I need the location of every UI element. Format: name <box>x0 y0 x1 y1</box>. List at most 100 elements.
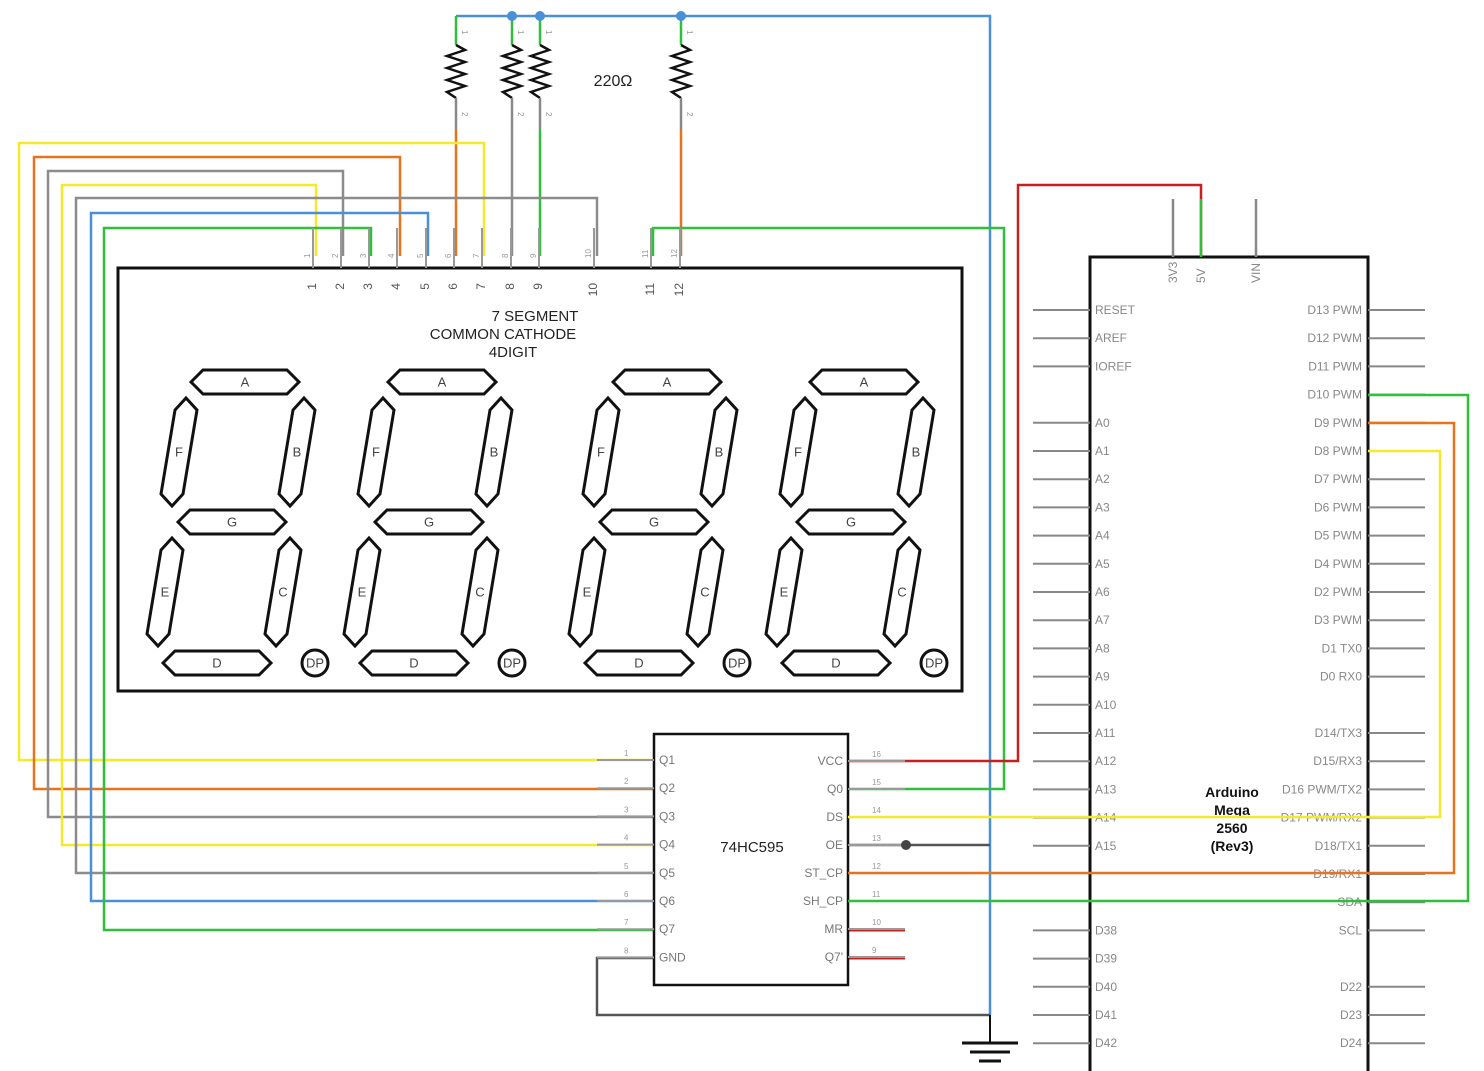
display-pin-number: 7 <box>474 283 488 290</box>
display-title-line-3: 4DIGIT <box>489 344 537 361</box>
resistor-2: 12 <box>499 16 525 130</box>
arduino-pin-label: A4 <box>1095 529 1110 543</box>
chip-pin-number: 13 <box>872 834 881 843</box>
segment-dp <box>300 648 330 678</box>
svg-text:1: 1 <box>460 30 469 35</box>
segment-e <box>567 535 607 649</box>
chip-body <box>652 732 850 987</box>
display-pin-number: 9 <box>531 283 545 290</box>
chip-pin-number: 5 <box>624 862 629 871</box>
display-pin-number-inner: 10 <box>584 249 593 258</box>
wire-q2 <box>32 155 654 791</box>
segment-c <box>882 535 922 649</box>
arduino-body <box>1088 255 1370 1071</box>
chip-pin-label-q2: Q2 <box>659 781 675 795</box>
display-pin-number-inner: 11 <box>641 249 650 258</box>
arduino-pin-label: D24 <box>1340 1036 1362 1050</box>
segment-f <box>778 395 818 509</box>
arduino-pin-label: D12 PWM <box>1307 331 1362 345</box>
wires <box>17 14 1203 1017</box>
chip-pin-number: 16 <box>872 750 881 759</box>
segment-label: G <box>846 514 856 529</box>
arduino-pin-label: D18/TX1 <box>1315 839 1363 853</box>
junction-dot <box>535 11 545 21</box>
display-pin-number: 2 <box>333 283 347 290</box>
chip-pin-label: Q0 <box>827 782 843 796</box>
chip-pin-number: 10 <box>872 918 881 927</box>
segment-label: C <box>897 584 906 599</box>
display-title-line-2: COMMON CATHODE <box>430 326 576 343</box>
chip-pin-number: 7 <box>624 918 629 927</box>
wire-common-cathode <box>456 14 992 1015</box>
segment-label: DP <box>306 655 324 670</box>
arduino-pin-label: D41 <box>1095 1008 1117 1022</box>
junction-dot <box>507 11 517 21</box>
segment-label: C <box>475 584 484 599</box>
arduino-pin-label: VIN <box>1249 263 1263 283</box>
segment-b <box>277 395 317 509</box>
segment-label: D <box>409 655 418 670</box>
segment-label: E <box>780 584 789 599</box>
wire-ds-d8 <box>848 449 1442 819</box>
segment-a <box>807 368 921 396</box>
chip-pin-label-q6: Q6 <box>659 894 675 908</box>
arduino-pin-label: AREF <box>1095 331 1127 345</box>
overlay-wires <box>848 393 1470 903</box>
segment-label: B <box>293 444 302 459</box>
display-pin-number-inner: 4 <box>387 253 396 258</box>
arduino-pin-label: 3V3 <box>1166 261 1180 283</box>
chip-pin-label-q3: Q3 <box>659 809 675 823</box>
svg-text:2: 2 <box>685 112 694 117</box>
display-pin-number: 10 <box>586 283 600 297</box>
resistor-3: 12 <box>527 16 553 130</box>
arduino-pin-label: D7 PWM <box>1314 472 1362 486</box>
display-pin-number: 6 <box>446 283 460 290</box>
chip-pin-label-q4: Q4 <box>659 838 675 852</box>
arduino-pin-label: D22 <box>1340 980 1362 994</box>
arduino-pin-label: SCL <box>1339 923 1363 937</box>
arduino-pin-label: D0 RX0 <box>1320 670 1362 684</box>
arduino-pin-label: D1 TX0 <box>1322 641 1363 655</box>
display-title-line-1: 7 SEGMENT <box>492 308 579 325</box>
segment-g <box>794 508 908 536</box>
segment-c <box>685 535 725 649</box>
segment-b <box>699 395 739 509</box>
wire-q0 <box>651 226 1006 791</box>
chip-pin-number: 11 <box>872 890 881 899</box>
segment-e <box>145 535 185 649</box>
display-pin-number-inner: 8 <box>501 253 510 258</box>
chip-pin-label: SH_CP <box>803 894 843 908</box>
arduino-pin-label: A8 <box>1095 641 1110 655</box>
svg-text:2: 2 <box>460 112 469 117</box>
arduino-pin-label: D2 PWM <box>1314 585 1362 599</box>
segment-a <box>385 368 499 396</box>
segment-label: G <box>227 514 237 529</box>
segment-g <box>175 508 289 536</box>
chip-pin-label: MR <box>824 922 843 936</box>
chip-name: 74HC595 <box>720 839 783 856</box>
segment-label: C <box>278 584 287 599</box>
segment-label: F <box>175 444 183 459</box>
chip-pin-label: VCC <box>818 754 844 768</box>
arduino-pin-label: D39 <box>1095 952 1117 966</box>
segment-c <box>460 535 500 649</box>
arduino-pin-label: RESET <box>1095 303 1136 317</box>
arduino-pin-label: A1 <box>1095 444 1110 458</box>
segment-b <box>474 395 514 509</box>
display-pin-number-inner: 12 <box>670 249 679 258</box>
display-body <box>116 266 964 693</box>
arduino-pin-label: D38 <box>1095 923 1117 937</box>
arduino-pin-label: A3 <box>1095 500 1110 514</box>
display-pin-number: 4 <box>389 283 403 290</box>
segment-label: D <box>212 655 221 670</box>
arduino-pin-label: D11 PWM <box>1308 359 1362 373</box>
segment-label: A <box>438 374 447 389</box>
arduino-pin-label: D14/TX3 <box>1315 726 1363 740</box>
chip-pin-label: DS <box>826 810 843 824</box>
arduino-pin-label: D13 PWM <box>1307 303 1362 317</box>
display-pin-number: 5 <box>418 283 432 290</box>
